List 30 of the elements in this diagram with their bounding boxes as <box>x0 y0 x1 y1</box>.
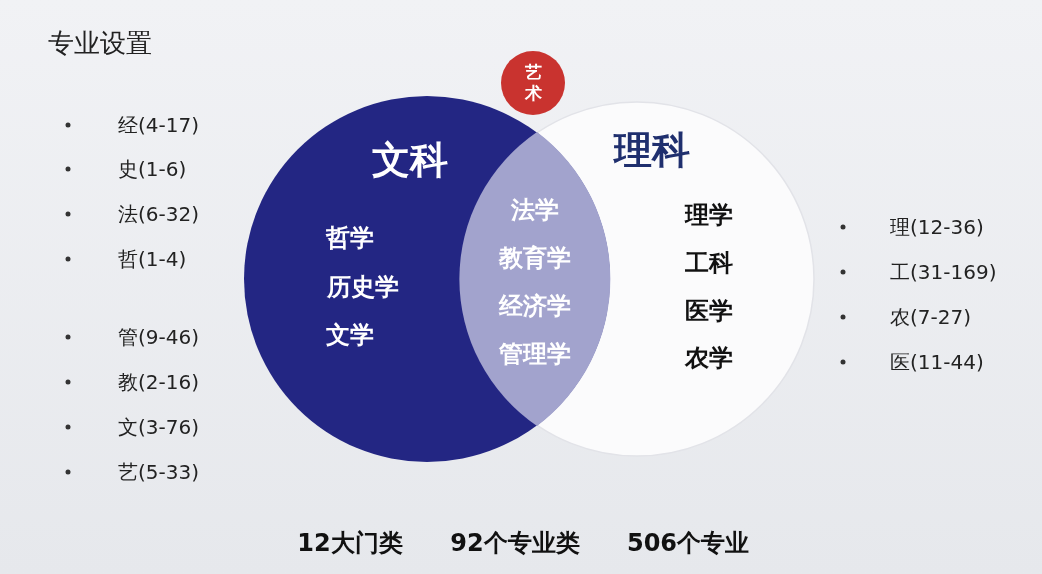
subject-label: 管理学 <box>499 339 571 370</box>
list-item: 理(12-36) <box>890 213 984 241</box>
list-item: 史(1-6) <box>118 155 187 183</box>
list-item: 法(6-32) <box>118 200 199 228</box>
subject-label: 历史学 <box>327 272 399 303</box>
subject-label: 法学 <box>511 195 559 226</box>
list-item: 哲(1-4) <box>118 245 187 273</box>
list-item: 经(4-17) <box>118 111 199 139</box>
subject-label: 工科 <box>685 248 733 279</box>
subject-label: 农学 <box>685 343 733 374</box>
list-item: 艺(5-33) <box>118 458 199 486</box>
circle-title: 理科 <box>614 126 690 174</box>
page-title: 专业设置 <box>48 27 152 60</box>
subject-label: 经济学 <box>499 291 571 322</box>
list-item: 工(31-169) <box>890 258 997 286</box>
badge-label: 艺术 <box>523 61 543 105</box>
list-item: 教(2-16) <box>118 368 199 396</box>
list-item: 文(3-76) <box>118 413 199 441</box>
list-item: 农(7-27) <box>890 303 971 331</box>
stat-label: 506个专业 <box>626 528 750 559</box>
circle-title: 文科 <box>372 136 448 184</box>
stat-label: 92个专业类 <box>450 528 580 559</box>
subject-label: 理学 <box>685 200 733 231</box>
list-item: 管(9-46) <box>118 323 199 351</box>
list-item: 医(11-44) <box>890 348 984 376</box>
subject-label: 医学 <box>685 296 733 327</box>
subject-label: 哲学 <box>326 223 374 254</box>
subject-label: 教育学 <box>499 243 571 274</box>
subject-label: 文学 <box>326 320 374 351</box>
stat-label: 12大门类 <box>297 528 403 559</box>
